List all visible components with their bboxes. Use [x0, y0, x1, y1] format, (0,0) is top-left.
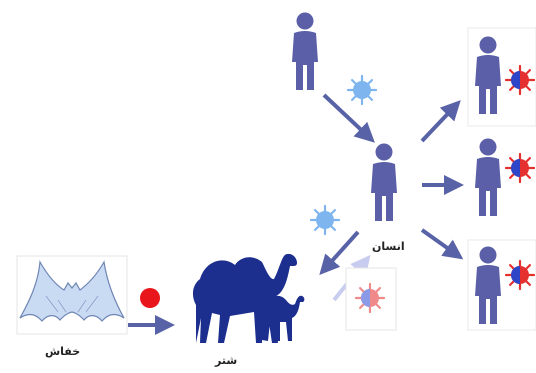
virus-icon-top	[348, 76, 376, 104]
infected-person-icon-1	[468, 28, 536, 126]
bat-label: خفاش	[45, 345, 80, 358]
arrow-human-to-infected-1	[422, 103, 458, 141]
arrow-person-to-human	[324, 95, 372, 140]
person-icon-top	[292, 13, 318, 91]
person-icon-center	[371, 144, 397, 222]
virus-mixed-box	[346, 268, 396, 330]
camel-label: شتر	[215, 354, 237, 367]
virus-icon-mixed	[356, 284, 384, 312]
virus-red-dot-icon	[140, 288, 160, 308]
bat-panel	[17, 256, 127, 334]
virus-icon-left	[311, 206, 339, 234]
arrow-human-to-camel	[322, 232, 358, 272]
infected-person-icon-2	[475, 139, 534, 217]
camel-icon	[193, 254, 304, 343]
arrow-human-to-infected-3	[422, 230, 460, 257]
infected-person-icon-3	[468, 240, 536, 330]
human-label: انسان	[372, 240, 405, 253]
